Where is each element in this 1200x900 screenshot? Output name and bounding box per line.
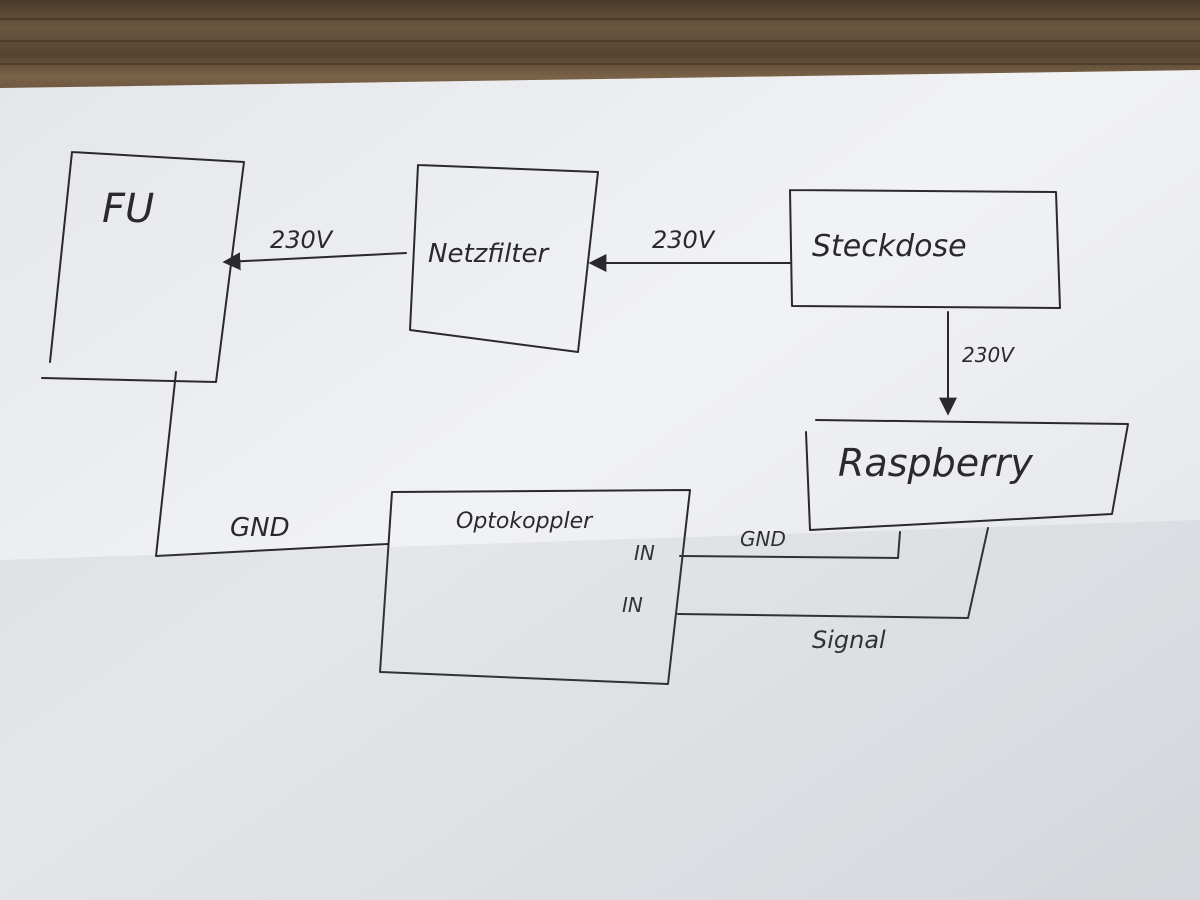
steckdose-label: Steckdose xyxy=(812,229,967,264)
edge-netzfilter-fu xyxy=(222,252,407,271)
edge-label-gnd-raspberry: GND xyxy=(740,527,786,551)
fu-box xyxy=(41,151,245,383)
paper-surface xyxy=(0,70,1200,900)
optokoppler-box xyxy=(379,489,691,685)
raspberry-box xyxy=(805,419,1129,531)
fu-label: FU xyxy=(102,186,154,232)
edge-label-gnd-fu: GND xyxy=(230,513,290,543)
edge-raspberry-gnd xyxy=(679,531,901,559)
optokoppler-label: Optokoppler xyxy=(456,509,594,534)
raspberry-label: Raspberry xyxy=(838,441,1033,485)
opto-in-bottom-label: IN xyxy=(622,593,643,617)
netzfilter-label: Netzfilter xyxy=(428,239,550,269)
netzfilter-box xyxy=(409,164,599,353)
paper-shadow xyxy=(0,520,1200,900)
edge-label-230v-right: 230V xyxy=(652,226,716,254)
edge-fu-gnd xyxy=(155,371,389,557)
edge-raspberry-signal xyxy=(677,527,989,619)
edge-label-230v-down: 230V xyxy=(962,343,1015,367)
edge-label-230v-left: 230V xyxy=(270,226,334,254)
edge-label-signal: Signal xyxy=(812,626,886,654)
steckdose-box xyxy=(789,189,1061,309)
opto-in-top-label: IN xyxy=(634,541,655,565)
